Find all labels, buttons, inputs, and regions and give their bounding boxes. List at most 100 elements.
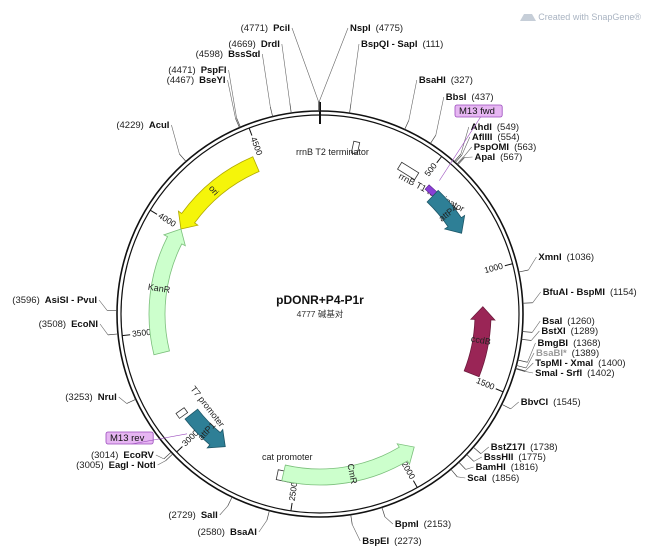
primer-box[interactable] [454, 104, 503, 118]
snapgene-logo-icon [519, 6, 536, 21]
watermark-text: Created with SnapGene® [538, 12, 641, 22]
enzyme-tick [350, 514, 353, 525]
enzyme-label[interactable]: BbsI(437) [446, 92, 494, 103]
enzyme-label[interactable]: (4669)DrdI [228, 39, 279, 50]
enzyme-tick [457, 157, 465, 166]
enzyme-leader [219, 505, 228, 516]
enzyme-tick [522, 302, 533, 304]
enzyme-tick [450, 468, 458, 478]
primer-label: M13 rev [110, 433, 145, 444]
enzyme-label[interactable]: (4467)BseYI [167, 75, 226, 86]
enzyme-label[interactable]: (3005)EagI - NotI [76, 460, 155, 471]
enzyme-label[interactable]: XmnI(1036) [538, 252, 594, 263]
enzyme-label[interactable]: ApaI(567) [475, 152, 523, 163]
tick-mark [290, 502, 293, 511]
enzyme-label[interactable]: BspEI(2273) [362, 536, 421, 547]
tick-label: 2500 [287, 481, 300, 501]
enzyme-leader [461, 136, 471, 156]
feature-label: CmR [345, 463, 359, 486]
enzyme-label[interactable]: BbvCI(1545) [521, 397, 581, 408]
enzyme-label[interactable]: (3253)NruI [65, 392, 116, 403]
enzyme-tick [515, 367, 526, 372]
enzyme-leader [262, 53, 271, 107]
enzyme-label[interactable]: AflIII(554) [472, 132, 520, 143]
primer-label: M13 fwd [459, 106, 495, 117]
enzyme-leader [291, 27, 319, 102]
enzyme-label[interactable]: ScaI(1856) [467, 473, 519, 484]
enzyme-label[interactable]: NspI(4775) [350, 23, 403, 34]
enzyme-label[interactable]: (2729)SalI [168, 510, 217, 521]
feature-ccdb-arrow[interactable] [463, 306, 496, 378]
enzyme-tick [179, 153, 187, 162]
small-feature-box[interactable] [350, 140, 361, 155]
enzyme-tick [458, 461, 466, 470]
enzyme-leader [155, 454, 165, 460]
tick-mark [436, 156, 443, 164]
enzyme-label[interactable]: BsaI(1260) [542, 316, 595, 327]
enzyme-label[interactable]: BsaBI*(1389) [536, 348, 599, 359]
enzyme-label[interactable]: (4598)BssSαI [196, 49, 261, 60]
enzyme-tick [454, 154, 463, 163]
enzyme-label[interactable]: (4229)AcuI [116, 120, 169, 131]
enzyme-label[interactable]: BstXI(1289) [541, 326, 598, 337]
enzyme-tick [107, 333, 119, 336]
enzyme-tick [456, 156, 464, 165]
enzyme-label[interactable]: TspMI - XmaI(1400) [535, 358, 625, 369]
plasmid-size: 4777 碱基对 [297, 309, 344, 319]
enzyme-label[interactable]: BssHII(1775) [484, 452, 546, 463]
enzyme-leader [525, 362, 534, 372]
primer-leader [439, 116, 481, 181]
enzyme-label[interactable]: BpmI(2153) [395, 519, 451, 530]
enzyme-label[interactable]: (3596)AsiSI - PvuI [12, 295, 97, 306]
tick-label: 4000 [157, 210, 179, 229]
enzyme-leader [464, 156, 473, 158]
enzyme-leader [118, 396, 127, 404]
enzyme-label[interactable]: BmgBI(1368) [537, 338, 600, 349]
feature-kanr-arrow[interactable] [148, 228, 186, 356]
enzyme-tick [515, 368, 526, 372]
enzyme-label[interactable]: BspQI - SapI(111) [361, 39, 443, 50]
tick-mark [495, 388, 504, 393]
enzyme-leader [171, 124, 180, 155]
primer-box[interactable] [105, 431, 154, 445]
feature-attp4-arrow[interactable] [426, 189, 466, 234]
enzyme-label[interactable]: BamHI(1816) [476, 462, 539, 473]
enzyme-leader [525, 352, 535, 369]
enzyme-leader [350, 43, 360, 104]
enzyme-label[interactable]: (2580)BsaAI [198, 527, 257, 538]
enzyme-label[interactable]: (4471)PspFI [168, 65, 226, 76]
small-feature-label: cat promoter [262, 452, 313, 462]
enzyme-tick [349, 103, 352, 114]
feature-cmr-arrow[interactable] [281, 443, 415, 486]
enzyme-label[interactable]: AhdI(549) [471, 122, 519, 133]
tick-mark [149, 209, 158, 215]
enzyme-leader [528, 256, 537, 271]
enzyme-label[interactable]: (4771)PciI [241, 23, 290, 34]
enzyme-label[interactable]: PspOMI(563) [474, 142, 537, 153]
enzyme-label[interactable]: BstZ17I(1738) [491, 442, 558, 453]
primer-leader [131, 433, 188, 445]
feature-ori-arrow[interactable] [177, 156, 260, 230]
feature-label: KanR [147, 282, 171, 295]
tick-label: 1000 [483, 261, 504, 276]
small-feature-box[interactable] [396, 161, 420, 181]
feature-attp1-arrow[interactable] [184, 408, 226, 449]
enzyme-leader [510, 401, 519, 410]
enzyme-label[interactable]: BfuAI - BspMI(1154) [543, 287, 637, 298]
small-feature-box[interactable] [175, 407, 189, 419]
enzyme-label[interactable]: (3508)EcoNI [39, 319, 98, 330]
enzyme-tick [404, 120, 410, 130]
enzyme-leader [531, 330, 540, 341]
enzyme-leader [99, 323, 109, 336]
enzyme-tick [516, 365, 527, 369]
enzyme-label[interactable]: (3014)EcoRV [91, 450, 155, 461]
enzyme-leader [351, 524, 361, 542]
feature-label: ccdB [470, 334, 491, 347]
enzyme-tick [163, 451, 172, 460]
enzyme-leader [258, 520, 268, 533]
enzyme-tick [266, 510, 270, 521]
enzyme-label[interactable]: SmaI - SrfI(1402) [535, 368, 614, 379]
enzyme-label[interactable]: BsaHI(327) [419, 75, 473, 86]
